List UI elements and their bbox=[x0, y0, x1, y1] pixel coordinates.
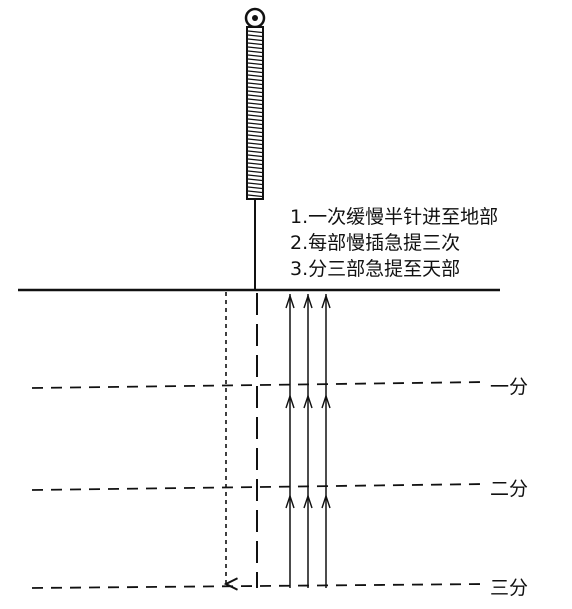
coil-ring bbox=[247, 190, 263, 194]
coil-ring bbox=[247, 106, 263, 110]
coil-ring bbox=[247, 186, 263, 190]
up-arrowhead bbox=[321, 493, 331, 509]
depth-label-3: 三分 bbox=[490, 577, 528, 599]
coil-ring bbox=[247, 94, 263, 98]
coil-ring bbox=[247, 182, 263, 186]
step-2-text: 2.每部慢插急提三次 bbox=[290, 232, 460, 254]
needle-ring-center bbox=[252, 15, 258, 21]
up-arrowhead bbox=[285, 493, 295, 509]
up-arrowhead bbox=[285, 393, 295, 409]
step-3-text: 3.分三部急提至天部 bbox=[290, 258, 460, 280]
up-arrowhead bbox=[303, 293, 313, 309]
coil-ring bbox=[247, 158, 263, 162]
coil-ring bbox=[247, 138, 263, 142]
coil-ring bbox=[247, 110, 263, 114]
coil-ring bbox=[247, 150, 263, 154]
coil-ring bbox=[247, 58, 263, 62]
coil-ring bbox=[247, 50, 263, 54]
depth-line-1 bbox=[31, 381, 487, 389]
up-arrowhead bbox=[303, 393, 313, 409]
coil-ring bbox=[247, 126, 263, 130]
coil-ring bbox=[247, 62, 263, 66]
step-1-text: 1.一次缓慢半针进至地部 bbox=[290, 206, 498, 228]
coil-ring bbox=[247, 154, 263, 158]
lift-arrowheads bbox=[285, 293, 331, 509]
coil-ring bbox=[247, 194, 263, 198]
coil-ring bbox=[247, 174, 263, 178]
coil-ring bbox=[247, 122, 263, 126]
rapid-lift-arrows bbox=[285, 293, 331, 588]
coil-ring bbox=[247, 46, 263, 50]
depth-label-2: 二分 bbox=[490, 478, 528, 500]
coil-ring bbox=[247, 90, 263, 94]
coil-ring bbox=[247, 166, 263, 170]
coil-ring bbox=[247, 114, 263, 118]
coil-ring bbox=[247, 74, 263, 78]
coil-ring bbox=[247, 98, 263, 102]
coil-ring bbox=[247, 162, 263, 166]
coil-ring bbox=[247, 86, 263, 90]
up-arrowhead bbox=[285, 293, 295, 309]
coil-ring bbox=[247, 102, 263, 106]
up-arrowhead bbox=[303, 493, 313, 509]
coil-ring bbox=[247, 66, 263, 70]
coil-ring bbox=[247, 54, 263, 58]
coil-ring bbox=[247, 34, 263, 38]
needle-handle-coil bbox=[247, 30, 263, 198]
coil-ring bbox=[247, 42, 263, 46]
coil-ring bbox=[247, 146, 263, 150]
up-arrowhead bbox=[321, 293, 331, 309]
depth-layers bbox=[31, 381, 487, 589]
coil-ring bbox=[247, 118, 263, 122]
coil-ring bbox=[247, 78, 263, 82]
depth-label-1: 一分 bbox=[490, 376, 528, 398]
coil-ring bbox=[247, 178, 263, 182]
coil-ring bbox=[247, 170, 263, 174]
coil-ring bbox=[247, 134, 263, 138]
up-arrowhead bbox=[321, 393, 331, 409]
coil-ring bbox=[247, 38, 263, 42]
needle bbox=[244, 7, 266, 290]
coil-ring bbox=[247, 70, 263, 74]
coil-ring bbox=[247, 82, 263, 86]
coil-ring bbox=[247, 142, 263, 146]
coil-ring bbox=[247, 30, 263, 34]
coil-ring bbox=[247, 130, 263, 134]
depth-line-2 bbox=[31, 483, 487, 491]
depth-line-3 bbox=[31, 583, 487, 589]
